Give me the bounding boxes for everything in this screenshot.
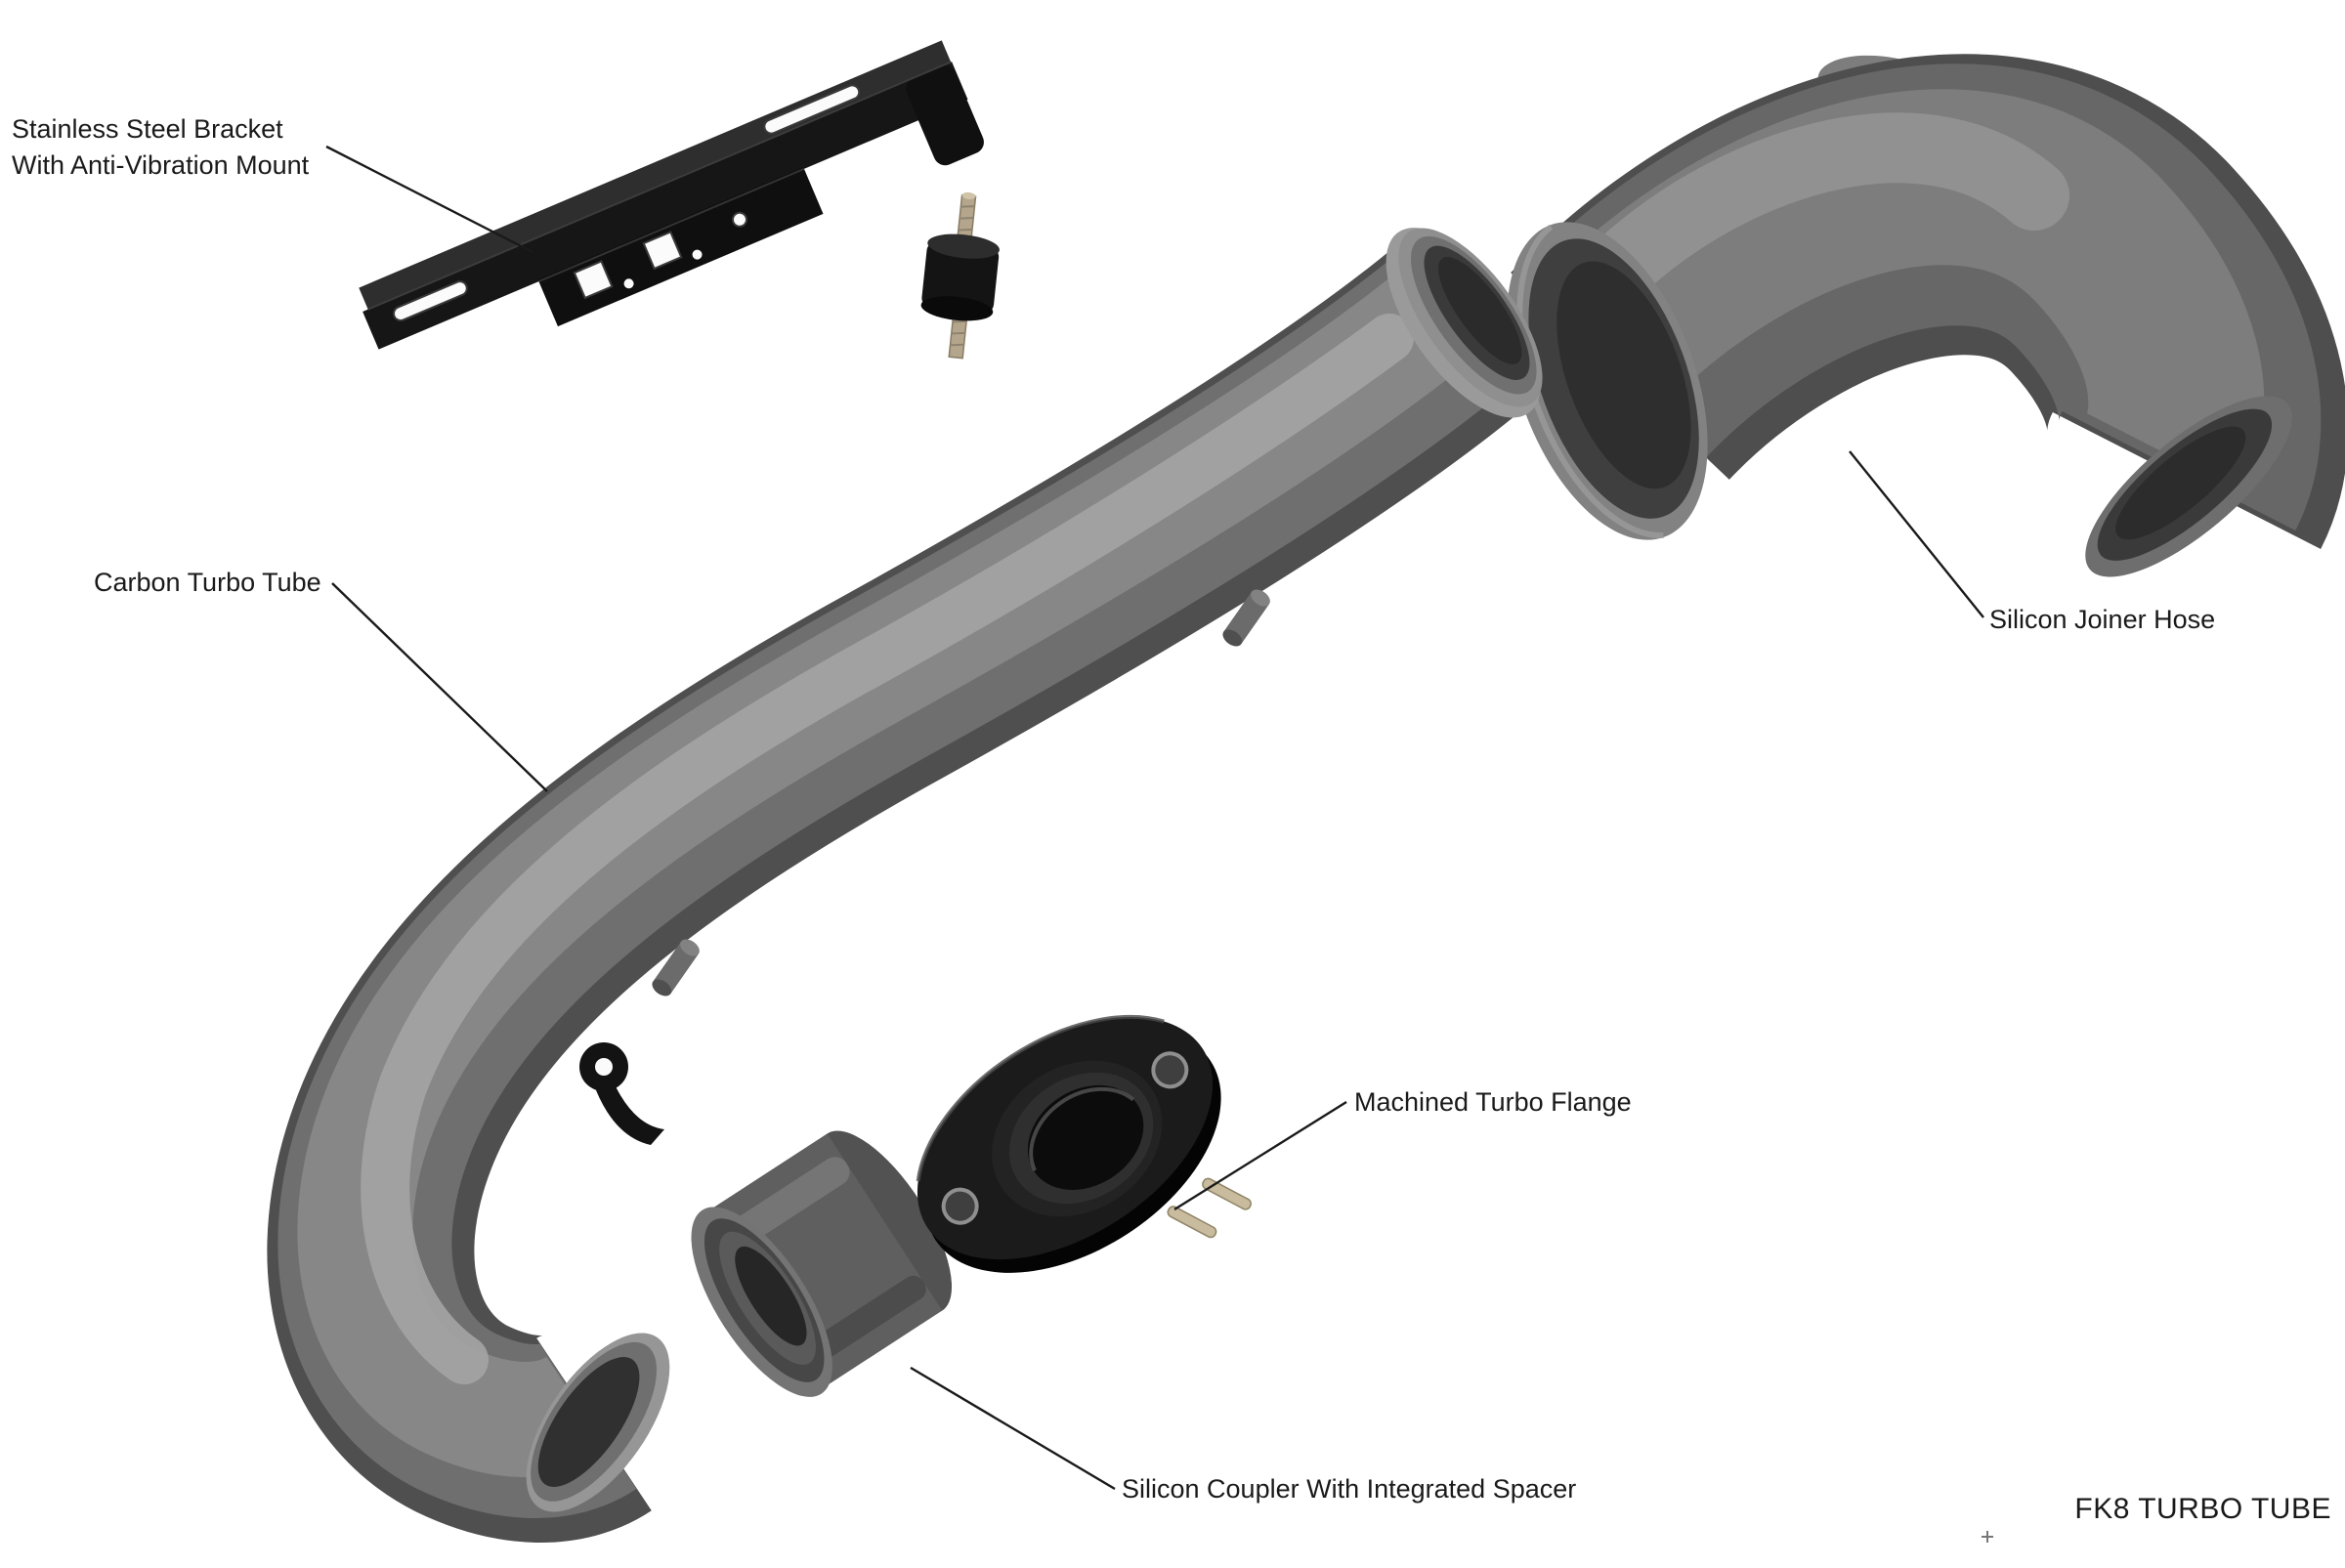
turbo-flange-part [916,1014,1252,1273]
label-machined-turbo-flange: Machined Turbo Flange [1354,1087,1632,1117]
label-stainless-bracket-line2: With Anti-Vibration Mount [12,150,310,180]
hook-clip-part [579,1042,664,1145]
label-stainless-bracket-line1: Stainless Steel Bracket [12,114,283,144]
label-silicon-coupler: Silicon Coupler With Integrated Spacer [1122,1474,1577,1504]
diagram-title: FK8 TURBO TUBE [2074,1493,2331,1525]
label-silicon-joiner-hose: Silicon Joiner Hose [1989,605,2216,634]
registration-mark [1982,1531,1993,1543]
carbon-tube-part [355,201,1572,1536]
coupler-part [691,1130,953,1397]
anti-vibration-mount-part [920,191,1000,360]
joiner-hose-part [1468,48,2318,606]
bracket-part [359,40,984,350]
label-stainless-bracket: Stainless Steel Bracket With Anti-Vibrat… [12,111,309,184]
leader-lines [325,145,1984,1491]
label-carbon-turbo-tube: Carbon Turbo Tube [94,568,321,597]
